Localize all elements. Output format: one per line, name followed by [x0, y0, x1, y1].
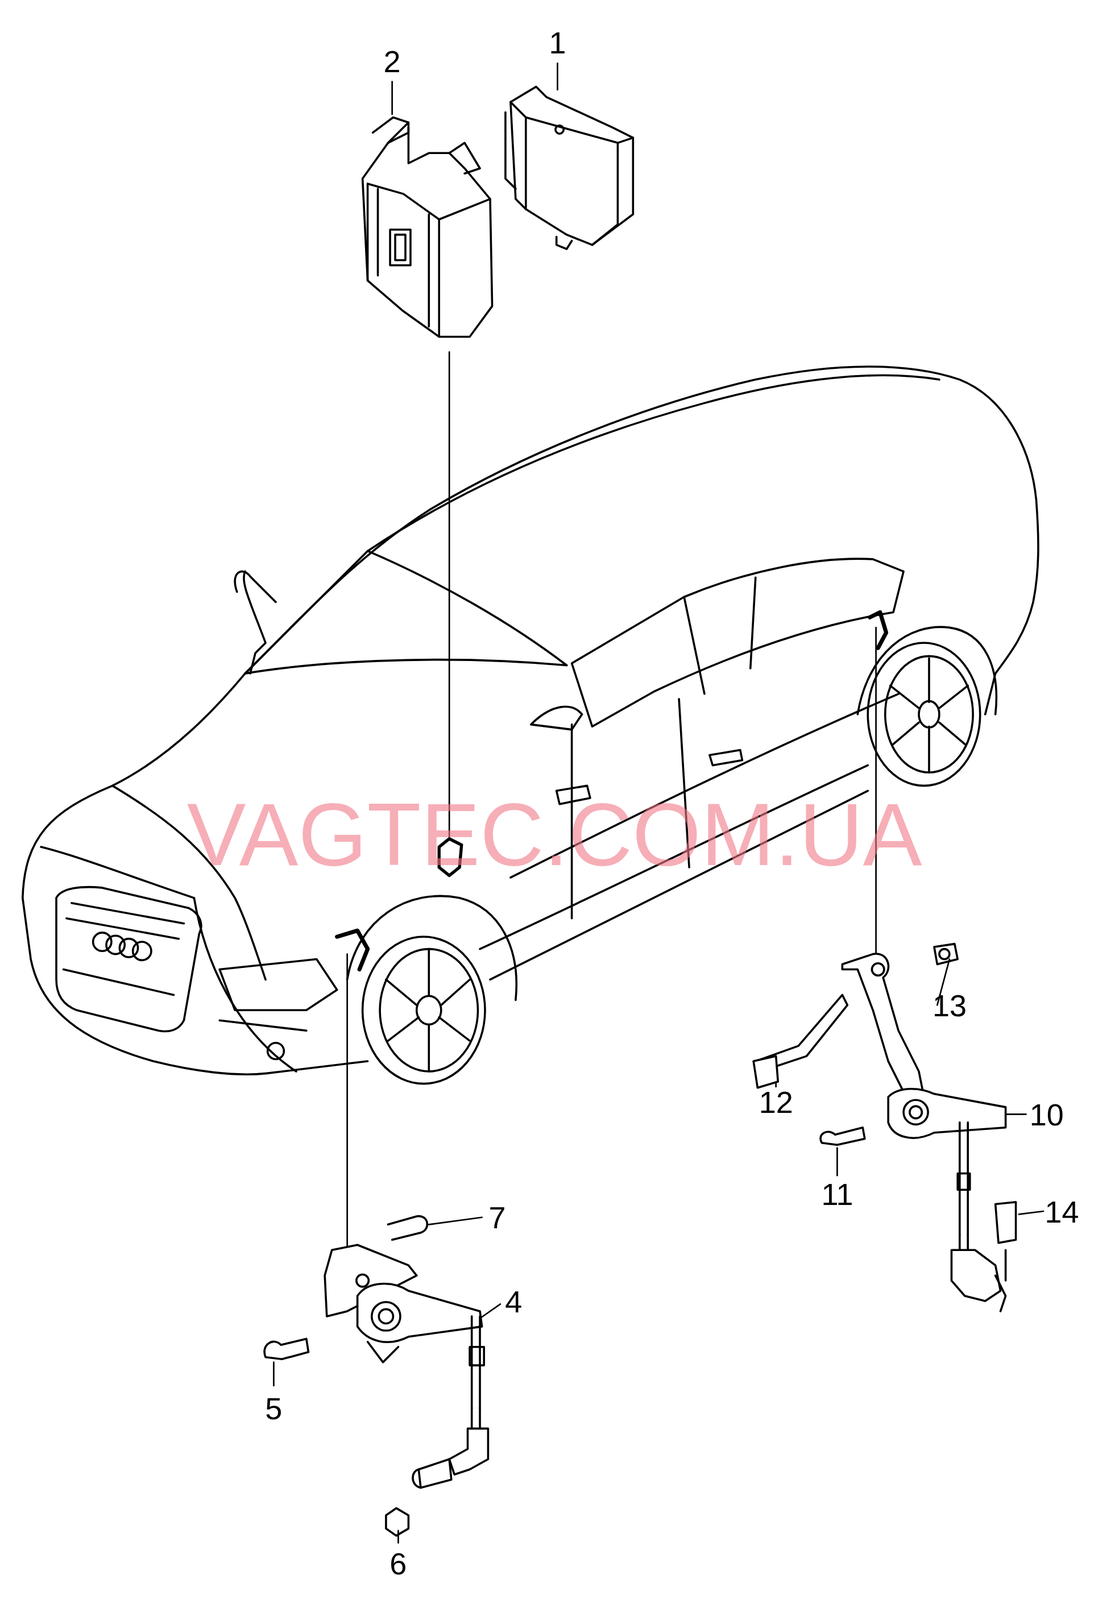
callout-number: 10 [1029, 1099, 1064, 1131]
callout-number: 6 [389, 1548, 407, 1580]
callout-number: 11 [821, 1179, 854, 1210]
callout-number: 1 [548, 27, 566, 58]
callout-number: 14 [1045, 1196, 1080, 1228]
callout-number: 7 [488, 1202, 507, 1234]
level-sensor [264, 1216, 488, 1537]
level-sensor [753, 944, 1016, 1312]
leader-line [448, 351, 451, 837]
callout-number: 4 [504, 1286, 522, 1318]
watermark: VAGTEC.COM.UA [187, 790, 923, 880]
control-unit [362, 117, 493, 337]
callout-number: 12 [759, 1087, 794, 1118]
control-unit [505, 86, 633, 250]
callout-number: 13 [932, 990, 967, 1022]
leader-line [346, 954, 348, 1257]
callout-number: 5 [264, 1393, 283, 1425]
callout-number: 2 [383, 46, 401, 77]
